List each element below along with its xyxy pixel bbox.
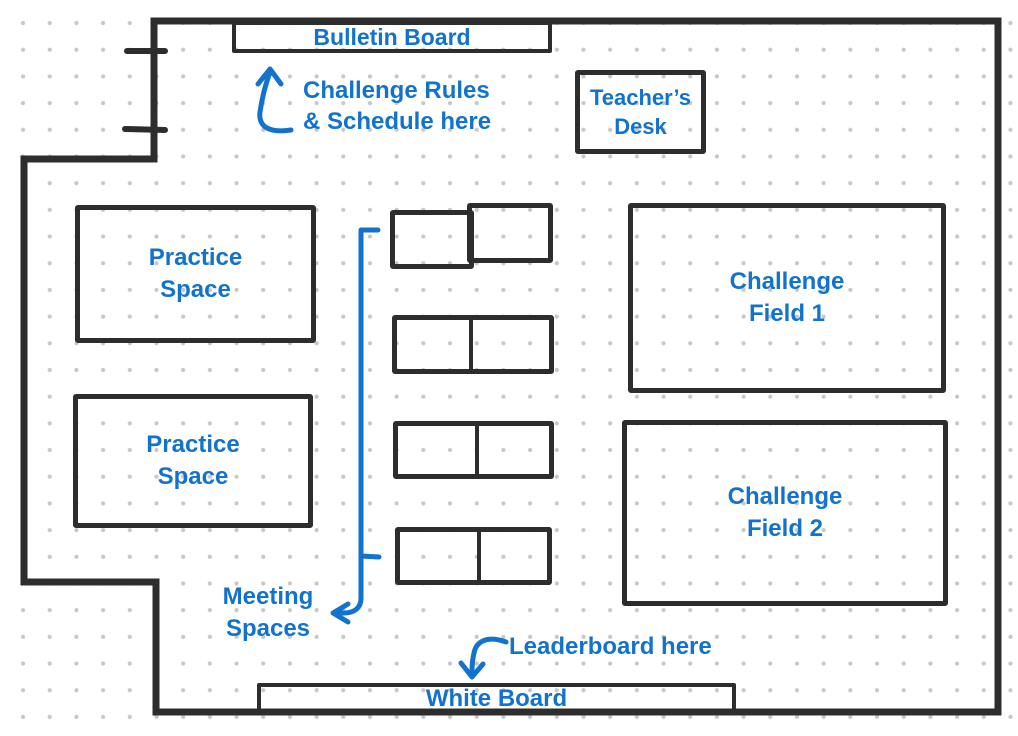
practice-space-1-label: Practice Space [148, 244, 243, 303]
table-divider [475, 426, 479, 474]
white-board-label: White Board [425, 684, 568, 712]
bulletin-board-label: Bulletin Board [313, 23, 471, 50]
door-tick-bottom-icon [122, 126, 168, 133]
practice-space-2-label: Practice Space [146, 431, 240, 490]
rules-note: Challenge Rules & Schedule here [303, 77, 492, 135]
leaderboard-arrowhead-icon [458, 660, 486, 680]
meeting-note: Meeting Spaces [222, 583, 314, 642]
challenge-field-1-label: Challenge Field 1 [729, 268, 845, 327]
white-board: White Board [257, 683, 736, 714]
practice-space-1: Practice Space [75, 205, 316, 343]
challenge-field-2: Challenge Field 2 [622, 420, 948, 606]
rules-arrow [257, 69, 294, 134]
table-divider [477, 532, 481, 580]
challenge-field-1: Challenge Field 1 [628, 203, 946, 393]
leaderboard-arrow [469, 636, 509, 675]
meeting-table-4 [395, 527, 552, 585]
meeting-table-1-left [390, 210, 474, 269]
meeting-table-1-right [467, 203, 553, 263]
teachers-desk-label: Teacher’s Desk [589, 85, 692, 139]
bulletin-board: Bulletin Board [232, 21, 552, 53]
teachers-desk: Teacher’s Desk [575, 70, 706, 154]
meeting-table-2 [392, 315, 554, 374]
meeting-bracket-arrow [335, 227, 381, 616]
leaderboard-note: Leaderboard here [509, 633, 712, 660]
challenge-field-2-label: Challenge Field 2 [727, 483, 843, 542]
rules-arrowhead-icon [255, 66, 284, 87]
practice-space-2: Practice Space [73, 394, 313, 528]
table-divider [469, 320, 473, 369]
meeting-bracket-tick [358, 553, 382, 560]
meeting-table-3 [393, 421, 554, 479]
